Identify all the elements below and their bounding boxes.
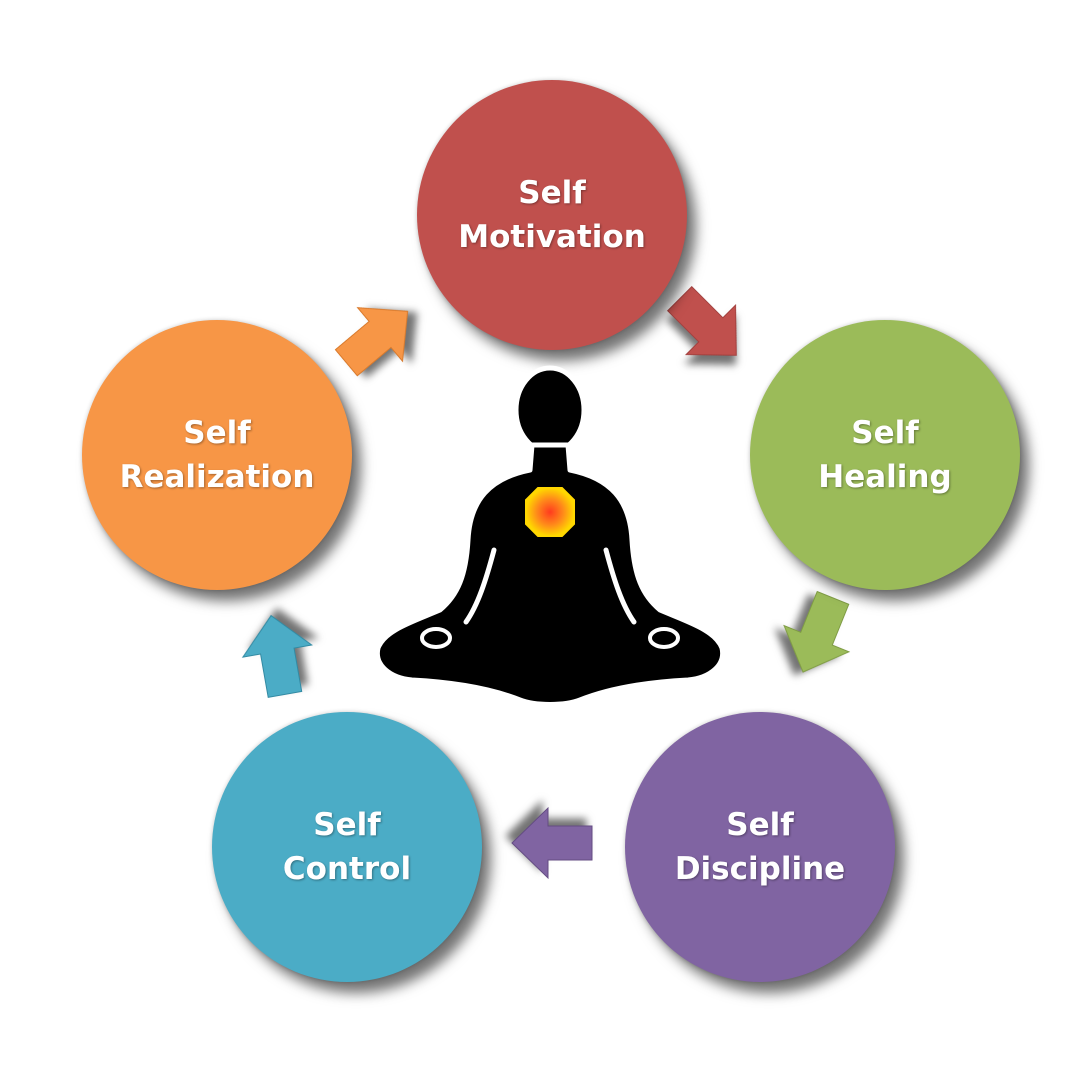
- node-label-line1: Self: [313, 807, 381, 843]
- node-label-line2: Motivation: [458, 219, 646, 255]
- arrow-right-icon: [666, 285, 737, 356]
- node-label-line1: Self: [183, 415, 251, 451]
- node-self-healing: Self Healing: [750, 320, 1020, 590]
- arrow-up-right-icon: [334, 307, 409, 377]
- arrow-down-icon: [783, 590, 851, 673]
- arrow-motivation-to-healing: [655, 274, 761, 380]
- node-label-line2: Healing: [818, 459, 952, 495]
- meditating-person-silhouette-icon: [370, 360, 730, 710]
- node-label-line2: Discipline: [674, 851, 846, 887]
- arrow-left-icon: [511, 806, 593, 880]
- node-label-line2: Realization: [119, 459, 315, 495]
- node-label: Self Motivation: [458, 171, 646, 259]
- node-self-control: Self Control: [212, 712, 482, 982]
- arrow-realization-to-motivation: [324, 284, 430, 389]
- node-label-line1: Self: [726, 807, 794, 843]
- node-label: Self Discipline: [675, 803, 845, 891]
- arrow-healing-to-discipline: [771, 585, 866, 685]
- arrow-discipline-to-control: [511, 806, 593, 880]
- node-self-realization: Self Realization: [82, 320, 352, 590]
- chakra-icon: [525, 487, 575, 537]
- arrow-control-to-realization: [237, 610, 320, 701]
- node-label: Self Realization: [120, 411, 315, 499]
- node-label: Self Healing: [818, 411, 951, 499]
- arrow-up-icon: [241, 614, 314, 698]
- node-self-discipline: Self Discipline: [625, 712, 895, 982]
- node-label: Self Control: [283, 803, 411, 891]
- node-label-line1: Self: [851, 415, 919, 451]
- node-label-line1: Self: [518, 175, 586, 211]
- node-self-motivation: Self Motivation: [417, 80, 687, 350]
- node-label-line2: Control: [282, 851, 412, 887]
